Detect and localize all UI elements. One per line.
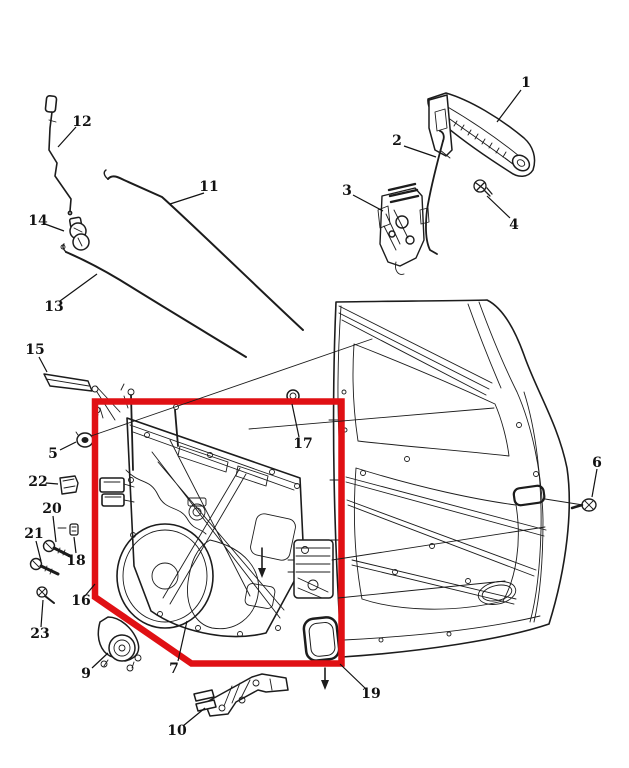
callout-number: 18	[66, 553, 85, 569]
callout-leader-line	[84, 583, 96, 597]
handle-rod	[425, 130, 445, 255]
callout-leader-line	[38, 356, 48, 373]
door-screw	[570, 498, 597, 512]
callout-number: 23	[30, 626, 49, 642]
callout-leader-line	[40, 599, 44, 628]
callout-leader-line	[52, 515, 57, 543]
callout-14: 14	[28, 213, 65, 232]
callout-number: 15	[25, 342, 44, 358]
gasket-seal	[302, 616, 341, 690]
callout-13: 13	[44, 273, 98, 315]
callout-22: 22	[28, 474, 59, 490]
callout-number: 16	[71, 593, 90, 609]
callout-6: 6	[591, 455, 602, 498]
callout-leader-line	[496, 89, 522, 123]
callout-20: 20	[42, 501, 62, 543]
callout-21: 21	[24, 526, 44, 562]
callout-number: 11	[199, 179, 218, 195]
door-shell	[328, 299, 584, 658]
callout-number: 5	[48, 446, 58, 462]
callout-leader-line	[59, 273, 98, 302]
callout-number: 2	[392, 133, 402, 149]
callout-leader-line	[177, 620, 188, 662]
callout-10: 10	[167, 707, 206, 739]
exterior-handle	[427, 92, 536, 177]
callout-leader-line	[182, 707, 206, 727]
callout-1: 1	[496, 75, 531, 123]
lock-cylinder	[60, 216, 90, 251]
callout-number: 13	[44, 299, 63, 315]
callout-number: 4	[509, 217, 519, 233]
callout-23: 23	[30, 599, 50, 642]
callout-leader-line	[59, 441, 77, 451]
callout-leader-line	[339, 663, 367, 690]
callout-leader-line	[291, 403, 300, 438]
callout-leader-line	[486, 195, 511, 219]
door-latch	[377, 182, 430, 275]
highlight-box	[91, 398, 345, 667]
bracket-strip	[43, 373, 129, 421]
callout-11: 11	[169, 179, 219, 205]
grommet-5	[75, 431, 95, 448]
callout-number: 6	[592, 455, 602, 471]
callout-number: 10	[167, 723, 187, 739]
callout-leader-line	[403, 145, 437, 158]
callout-19: 19	[339, 663, 381, 702]
callout-7: 7	[169, 620, 188, 677]
callout-15: 15	[25, 342, 48, 373]
callout-5: 5	[48, 441, 77, 462]
callout-number: 3	[342, 183, 352, 199]
callout-number: 17	[293, 436, 312, 452]
callout-4: 4	[486, 195, 519, 233]
link-rod-upper	[103, 169, 304, 331]
callout-3: 3	[342, 183, 384, 212]
door-module	[93, 388, 334, 638]
callout-number: 20	[42, 501, 62, 517]
callout-9: 9	[81, 652, 109, 682]
screw-23	[36, 586, 55, 604]
callout-number: 9	[81, 666, 91, 682]
callout-leader-line	[591, 468, 598, 498]
bolt-21	[29, 557, 60, 576]
lock-rod	[44, 95, 73, 216]
callout-leader-line	[44, 223, 65, 232]
callout-12: 12	[57, 114, 92, 148]
callout-number: 21	[24, 526, 43, 542]
callout-number: 14	[28, 213, 48, 229]
callout-17: 17	[291, 403, 313, 452]
alignment-lines	[90, 338, 546, 599]
callout-16: 16	[71, 583, 96, 609]
handle-screw	[473, 179, 493, 197]
callout-number: 12	[72, 114, 91, 130]
art-layer	[29, 92, 597, 717]
callout-leader-line	[35, 540, 42, 562]
window-motor	[97, 616, 142, 672]
callout-leader-line	[352, 194, 384, 212]
callout-leader-line	[57, 126, 77, 148]
bolt-20	[42, 539, 72, 558]
callout-number: 1	[521, 75, 531, 91]
callout-number: 19	[361, 686, 380, 702]
callout-2: 2	[392, 133, 437, 158]
callout-leader-line	[45, 482, 59, 485]
callout-number: 22	[28, 474, 47, 490]
callout-leader-line	[91, 652, 109, 669]
link-rod-lower	[62, 243, 247, 358]
callout-number: 7	[169, 661, 179, 677]
clip-18	[57, 523, 79, 536]
callout-leader-line	[73, 536, 77, 554]
clip-22	[59, 475, 79, 495]
callout-18: 18	[66, 536, 86, 569]
callout-leader-line	[169, 192, 205, 205]
highlight-layer	[91, 398, 345, 667]
lower-bracket	[193, 673, 289, 717]
